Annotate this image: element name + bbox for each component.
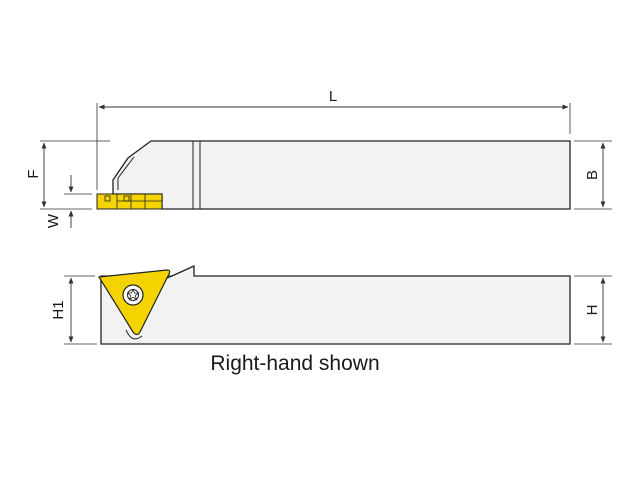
dimension-label-W: W — [45, 213, 62, 228]
dimension-H: H — [574, 275, 612, 345]
top-view-insert-notch — [123, 195, 130, 202]
side-view-clamp — [162, 265, 195, 281]
dimension-H1: H1 — [50, 275, 97, 345]
dimension-label-F: F — [25, 169, 42, 178]
dimension-label-H1: H1 — [50, 300, 67, 319]
dimension-label-B: B — [584, 170, 601, 180]
dimension-label-L: L — [329, 88, 337, 105]
side-view — [97, 264, 571, 345]
dimension-label-H: H — [584, 305, 601, 316]
top-view-insert-notch — [104, 195, 111, 202]
top-view-chamfer-line — [117, 156, 135, 190]
top-view-shank — [112, 140, 571, 210]
top-view-insert — [96, 193, 163, 210]
dimension-L: L — [96, 88, 571, 190]
torx-screw-star-icon — [126, 288, 140, 301]
side-view-shank — [100, 264, 571, 345]
top-view — [96, 140, 571, 210]
torx-screw — [122, 284, 144, 306]
side-view-relief — [125, 329, 143, 340]
dimension-F: F — [25, 140, 110, 210]
drawing-caption: Right-hand shown — [210, 352, 380, 375]
dimension-B: B — [574, 140, 612, 210]
dimension-W: W — [45, 175, 92, 228]
